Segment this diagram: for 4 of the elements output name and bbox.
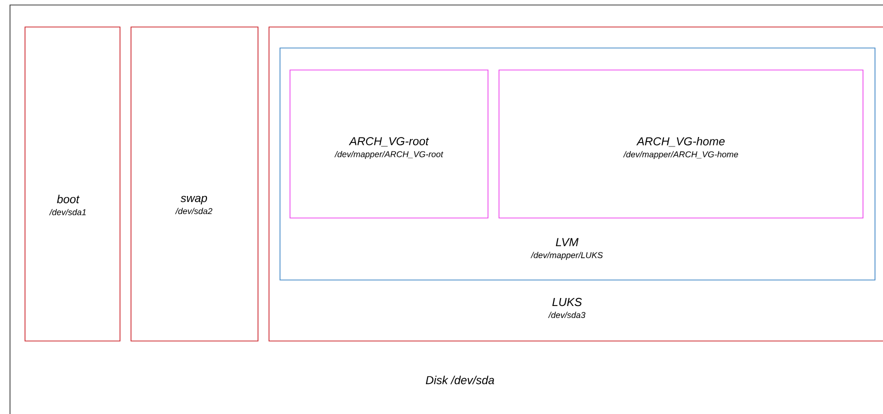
logical-volume-box: ARCH_VG-root /dev/mapper/ARCH_VG-root: [290, 70, 488, 218]
partition-box: swap /dev/sda2: [130, 26, 258, 342]
logical-volume-box: ARCH_VG-home /dev/mapper/ARCH_VG-home: [498, 70, 864, 218]
partition-box: boot /dev/sda1: [24, 26, 120, 342]
